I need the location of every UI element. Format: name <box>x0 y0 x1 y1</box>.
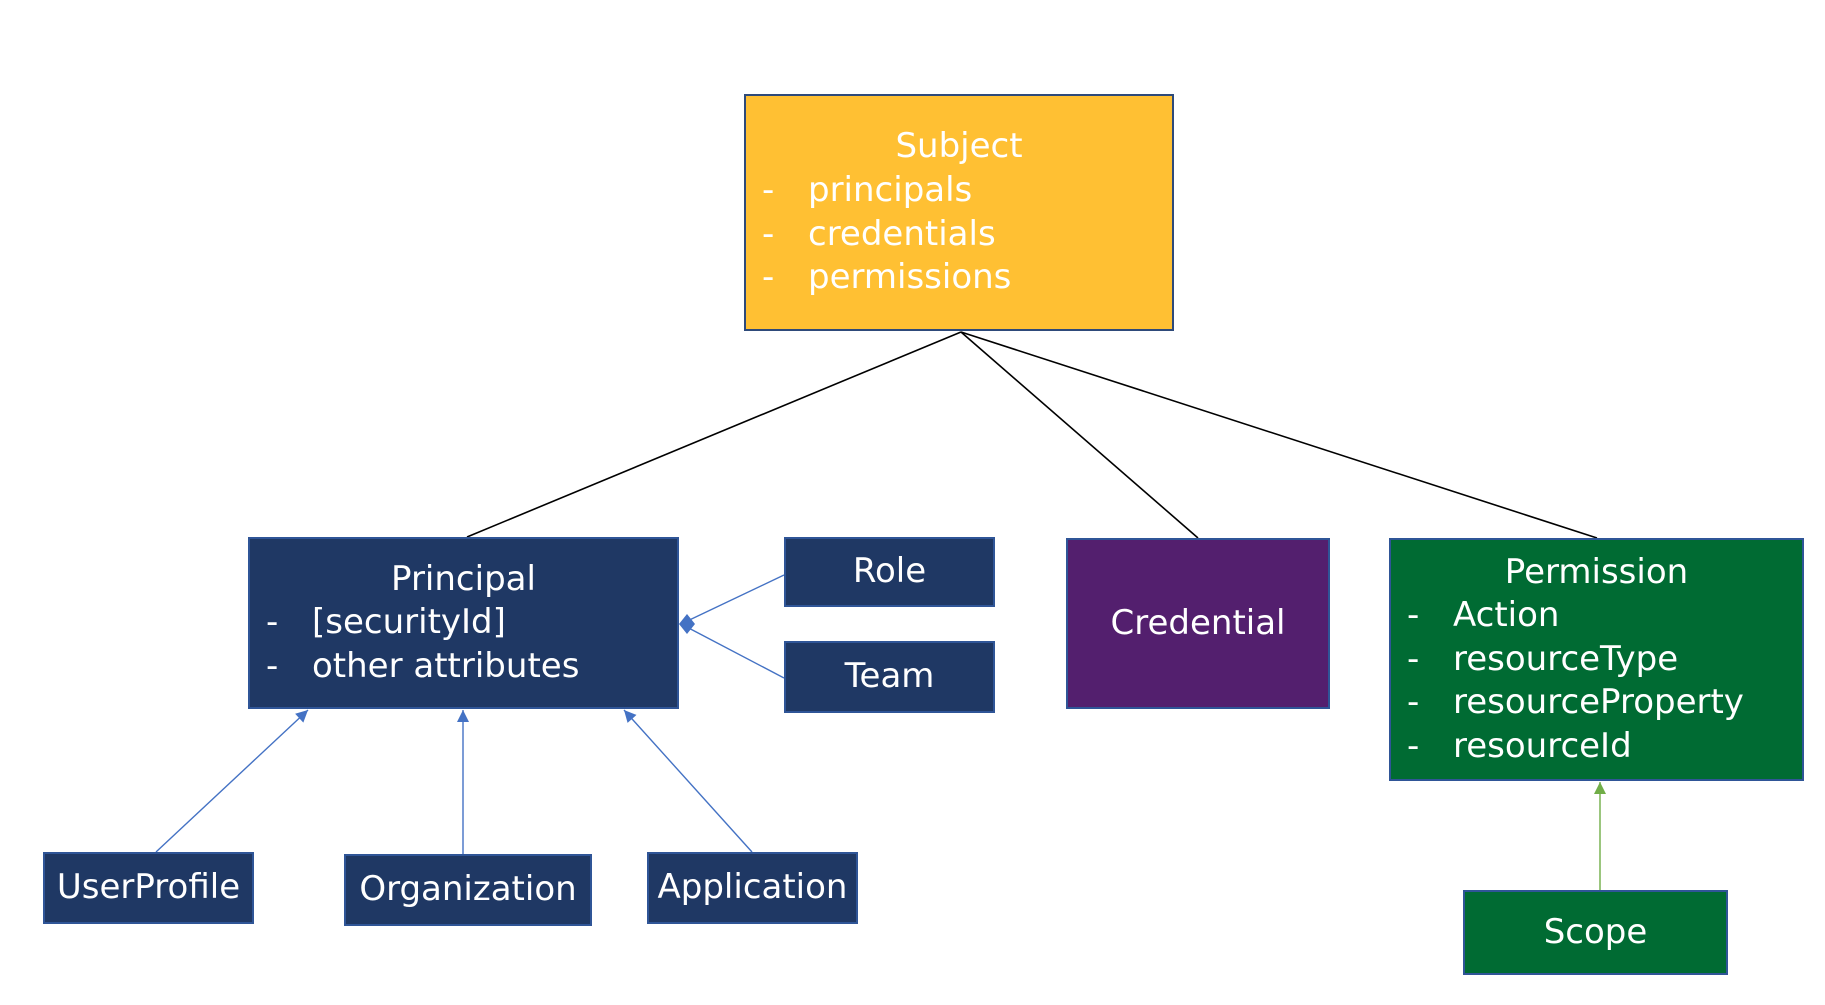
subject-to-principal-connector <box>466 331 962 538</box>
organization-title: Organization <box>359 869 577 910</box>
organization-to-principal-arrowhead <box>457 710 469 722</box>
organization-box[interactable]: Organization <box>344 854 592 926</box>
role-to-principal-connector <box>680 574 785 625</box>
credential-box[interactable]: Credential <box>1066 538 1330 709</box>
attribute-item: -resourceType <box>1391 638 1802 682</box>
attribute-bullet: - <box>762 257 775 298</box>
attribute-bullet: - <box>1407 725 1420 766</box>
userprofile-to-principal-connector <box>155 709 309 853</box>
principal-box[interactable]: Principal -[securityId] -other attribute… <box>248 537 679 709</box>
scope-box[interactable]: Scope <box>1463 890 1728 975</box>
attribute-label: resourceType <box>1453 638 1679 679</box>
attribute-bullet: - <box>266 602 279 643</box>
attribute-label: principals <box>808 169 973 210</box>
attribute-label: resourceProperty <box>1453 682 1744 723</box>
role-box[interactable]: Role <box>784 537 995 607</box>
subject-to-credential-connector <box>960 331 1199 539</box>
attribute-bullet: - <box>762 169 775 210</box>
attribute-item: -principals <box>746 169 1172 213</box>
subject-box[interactable]: Subject -principals -credentials -permis… <box>744 94 1174 331</box>
attribute-bullet: - <box>1407 638 1420 679</box>
attribute-bullet: - <box>762 213 775 254</box>
team-to-principal-connector <box>680 623 785 679</box>
attribute-item: -resourceProperty <box>1391 681 1802 725</box>
attribute-item: -permissions <box>746 256 1172 300</box>
attribute-label: resourceId <box>1453 725 1632 766</box>
attribute-item: -credentials <box>746 213 1172 257</box>
attribute-label: permissions <box>808 257 1012 298</box>
principal-attributes: -[securityId] -other attributes <box>250 601 677 688</box>
role-title: Role <box>852 551 927 592</box>
subject-to-permission-connector <box>960 331 1598 539</box>
application-box[interactable]: Application <box>647 852 858 924</box>
scope-title: Scope <box>1543 911 1648 952</box>
scope-to-permission-arrowhead <box>1594 782 1606 794</box>
attribute-item: -Action <box>1391 594 1802 638</box>
attribute-bullet: - <box>1407 682 1420 723</box>
userprofile-box[interactable]: UserProfile <box>43 852 254 924</box>
permission-title: Permission <box>1504 551 1689 592</box>
attribute-label: Action <box>1453 595 1560 636</box>
application-to-principal-arrowhead <box>624 710 637 723</box>
attribute-label: [securityId] <box>312 602 506 643</box>
permission-attributes: -Action -resourceType -resourceProperty … <box>1391 594 1802 768</box>
application-title: Application <box>657 867 848 908</box>
credential-title: Credential <box>1110 602 1286 643</box>
application-to-principal-connector <box>623 709 753 853</box>
attribute-label: other attributes <box>312 645 580 686</box>
team-title: Team <box>844 656 935 697</box>
attribute-item: -[securityId] <box>250 601 677 645</box>
principal-title: Principal <box>391 558 536 599</box>
attribute-label: credentials <box>808 213 996 254</box>
permission-box[interactable]: Permission -Action -resourceType -resour… <box>1389 538 1804 781</box>
userprofile-to-principal-arrowhead <box>295 710 308 723</box>
attribute-item: -other attributes <box>250 645 677 689</box>
attribute-item: -resourceId <box>1391 725 1802 769</box>
team-box[interactable]: Team <box>784 641 995 713</box>
userprofile-title: UserProfile <box>56 867 241 908</box>
subject-title: Subject <box>895 126 1023 167</box>
attribute-bullet: - <box>266 645 279 686</box>
attribute-bullet: - <box>1407 595 1420 636</box>
subject-attributes: -principals -credentials -permissions <box>746 169 1172 300</box>
